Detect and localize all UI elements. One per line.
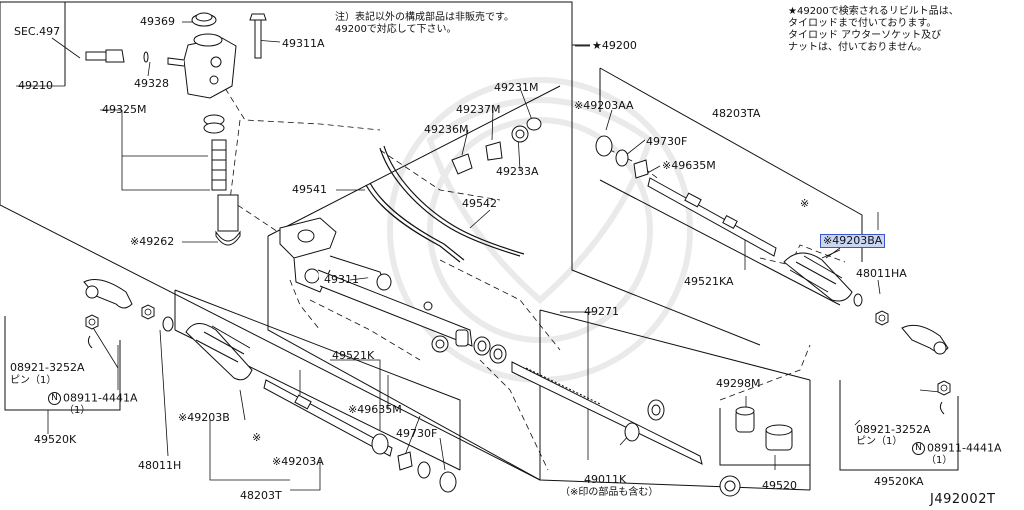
label-49328[interactable]: 49328	[134, 77, 169, 90]
label-49311[interactable]: 49311	[324, 273, 359, 286]
rack-49271	[511, 361, 741, 497]
label-49369[interactable]: 49369	[140, 15, 175, 28]
label-pin-right: ピン（1）	[856, 436, 903, 447]
label-49635M-left[interactable]: ※49635M	[348, 403, 402, 416]
diagram-code: J492002T	[930, 492, 996, 507]
label-49730F-right[interactable]: 49730F	[646, 135, 688, 148]
boot-right	[783, 252, 889, 326]
gear-housing-49311	[279, 217, 473, 347]
label-49271[interactable]: 49271	[584, 305, 619, 318]
label-49231M[interactable]: 49231M	[494, 81, 539, 94]
label-qty-left: （1）	[64, 405, 91, 416]
label-48203TA[interactable]: 48203TA	[712, 107, 761, 120]
cap-49369	[191, 12, 217, 27]
label-08921-left[interactable]: 08921-3252A	[10, 361, 85, 374]
label-49237M[interactable]: 49237M	[456, 103, 501, 116]
label-48011H[interactable]: 48011H	[138, 459, 182, 472]
union-49325M	[85, 49, 149, 63]
label-49542[interactable]: 49542	[462, 197, 497, 210]
label-49325M[interactable]: 49325M	[102, 103, 147, 116]
seals-middle	[423, 301, 507, 364]
valve-housing-49210	[167, 33, 237, 99]
tie-rod-right	[595, 135, 777, 257]
boot-left	[141, 304, 253, 381]
star-marker-right: ※	[800, 197, 810, 210]
label-qty-right: （1）	[926, 455, 953, 466]
label-49520K[interactable]: 49520K	[34, 433, 77, 446]
label-sec497[interactable]: SEC.497	[14, 25, 61, 38]
label-49233A[interactable]: 49233A	[496, 165, 539, 178]
label-49520KA[interactable]: 49520KA	[874, 475, 924, 488]
label-08921-right[interactable]: 08921-3252A	[856, 423, 931, 436]
note-center: 注）表記以外の構成部品は非販売です。 49200で対応して下さい。	[335, 12, 514, 35]
label-49203B[interactable]: ※49203B	[178, 411, 230, 424]
label-49520[interactable]: 49520	[762, 479, 797, 492]
tie-rod-left	[263, 379, 457, 493]
label-49200[interactable]: ★49200	[592, 39, 637, 52]
bushings-49298M	[735, 406, 793, 451]
pipes-49541-49542	[365, 145, 525, 263]
label-49203A[interactable]: ※49203A	[272, 455, 324, 468]
tie-rod-end-right	[901, 324, 951, 415]
note-right: ★49200で検索されるリビルト品は、 タイロッドまで付いております。 タイロッ…	[788, 6, 959, 53]
label-49236M[interactable]: 49236M	[424, 123, 469, 136]
pinion-shaft-49262	[203, 114, 241, 246]
label-08911-left-text: 08911-4441A	[63, 391, 138, 405]
label-49011K-note: （※印の部品も含む）	[560, 487, 659, 498]
label-49521K[interactable]: 49521K	[332, 349, 375, 362]
label-49635M-right[interactable]: ※49635M	[662, 159, 716, 172]
label-49541[interactable]: 49541	[292, 183, 327, 196]
star-marker-left: ※	[252, 431, 262, 444]
label-49011K[interactable]: 49011K	[584, 473, 627, 486]
bearing-parts	[451, 117, 542, 175]
label-48203T[interactable]: 48203T	[240, 489, 282, 502]
selection-leader	[825, 247, 841, 259]
label-49262[interactable]: ※49262	[130, 235, 175, 248]
label-49521KA[interactable]: 49521KA	[684, 275, 734, 288]
label-49298M[interactable]: 49298M	[716, 377, 761, 390]
label-49210[interactable]: 49210	[18, 79, 53, 92]
label-49730F-left[interactable]: 49730F	[396, 427, 438, 440]
label-08911-right-text: 08911-4441A	[927, 441, 1002, 455]
tie-rod-end-left	[83, 279, 133, 349]
label-48011HA[interactable]: 48011HA	[856, 267, 907, 280]
label-pin-left: ピン（1）	[10, 375, 57, 386]
label-49203AA[interactable]: ※49203AA	[574, 99, 634, 112]
bolt-49311A	[249, 13, 267, 59]
label-49203BA[interactable]: ※49203BA	[820, 234, 886, 248]
leader-lines	[16, 21, 941, 491]
label-49311A[interactable]: 49311A	[282, 37, 325, 50]
